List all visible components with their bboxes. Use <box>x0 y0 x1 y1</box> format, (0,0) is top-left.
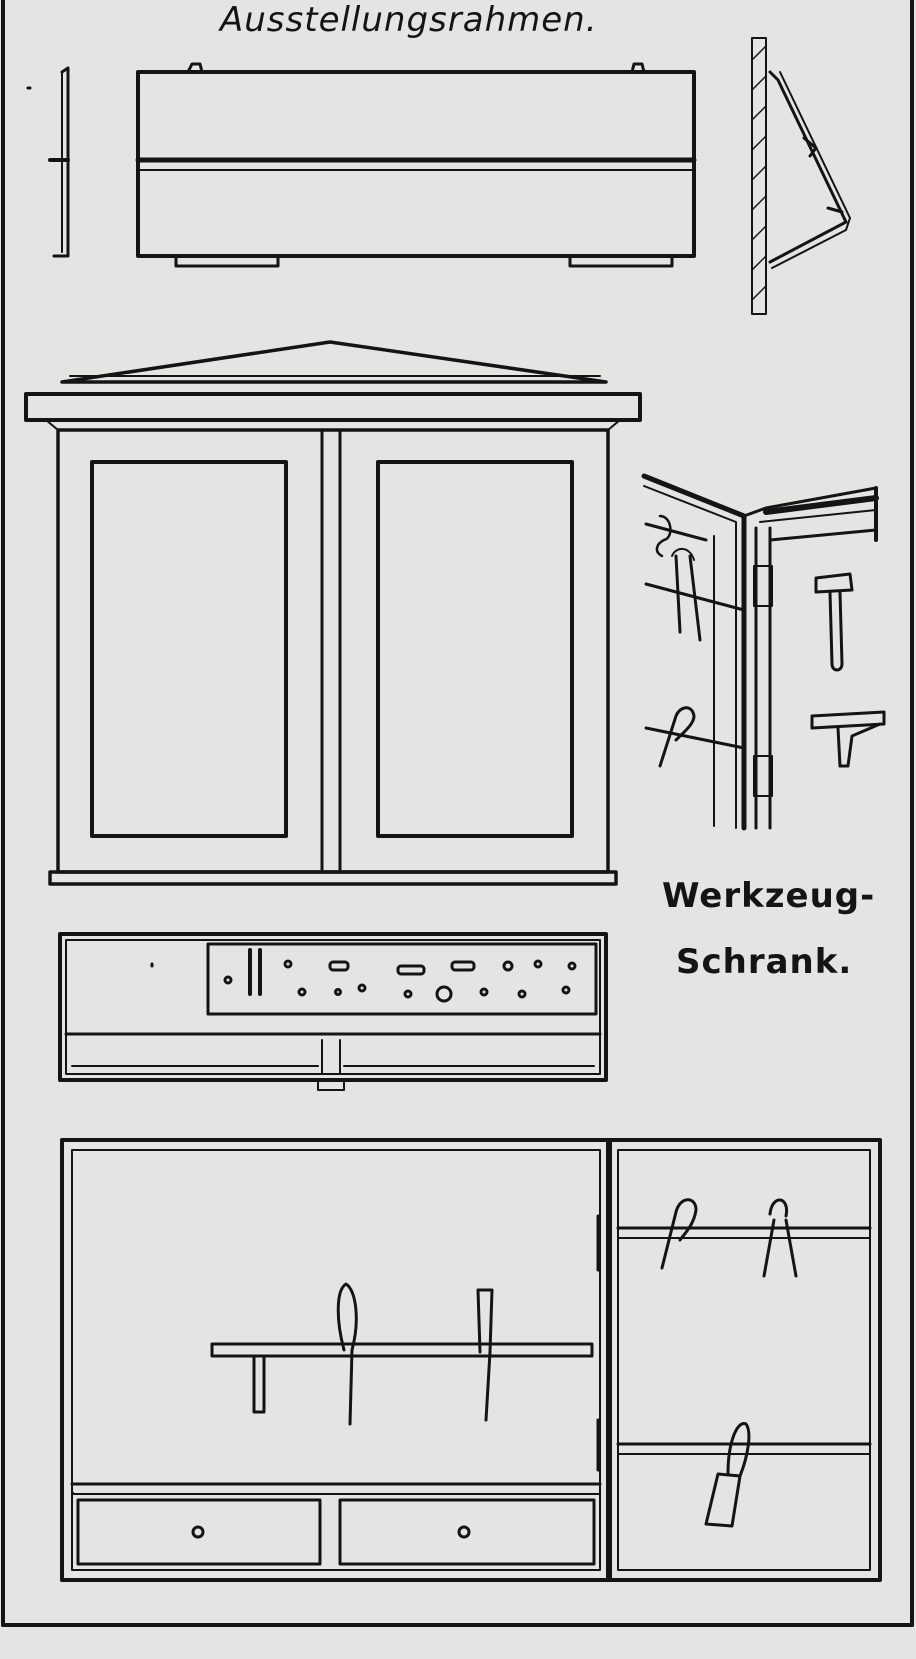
display-frame-side-view <box>26 66 70 258</box>
tool-cabinet-lower-left <box>60 1138 612 1582</box>
tool-cabinet-upper <box>24 340 642 886</box>
tool-cabinet-lower-right <box>596 1138 882 1582</box>
display-frame-front-view <box>135 62 697 268</box>
cabinet-label-line2: Schrank. <box>676 942 853 982</box>
figure-title: Ausstellungsrahmen. <box>220 0 598 40</box>
page-frame <box>1 0 914 1627</box>
tool-cabinet-middle <box>58 932 608 1091</box>
tool-cabinet-corner-detail <box>641 473 886 831</box>
wall-bracket <box>751 37 851 315</box>
cabinet-label-line1: Werkzeug- <box>662 876 876 916</box>
